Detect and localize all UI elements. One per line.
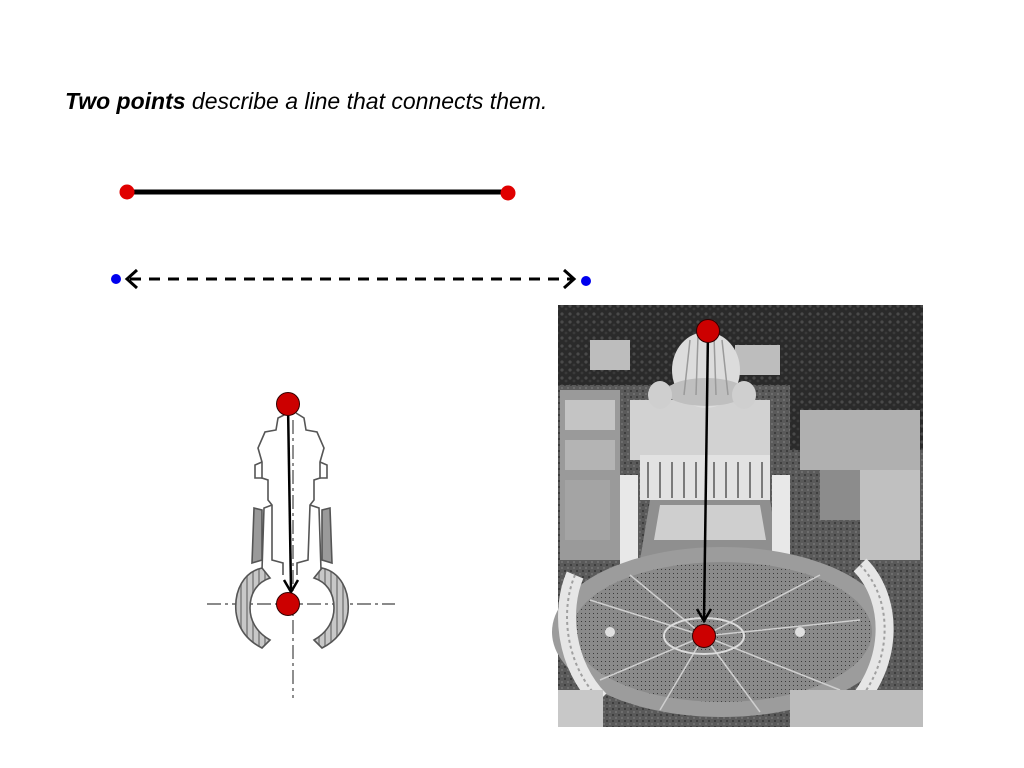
title-text: describe a line that connects them. — [185, 88, 548, 114]
plan-point-bottom — [276, 592, 300, 616]
line-segment-figure — [119, 184, 516, 201]
infinite-line-figure — [111, 268, 591, 290]
title-emphasis: Two points — [65, 88, 186, 114]
aerial-photo — [552, 305, 923, 727]
photo-point-top — [696, 319, 720, 343]
line-point-left — [111, 274, 121, 284]
arrow-left-icon — [124, 268, 139, 290]
photo-point-bottom — [692, 624, 716, 648]
line-point-right — [581, 276, 591, 286]
basilica-plan-drawing — [207, 412, 395, 698]
slide-title: Two points describe a line that connects… — [65, 88, 547, 115]
segment-point-left — [119, 184, 135, 200]
arrow-down-icon — [282, 579, 300, 595]
plan-point-top — [276, 392, 300, 416]
plan-axis-arrow — [276, 392, 300, 616]
segment-point-right — [500, 185, 516, 201]
arrow-right-icon — [562, 268, 577, 290]
photo-axis-arrow — [692, 319, 720, 648]
arrow-down-icon — [695, 608, 713, 624]
